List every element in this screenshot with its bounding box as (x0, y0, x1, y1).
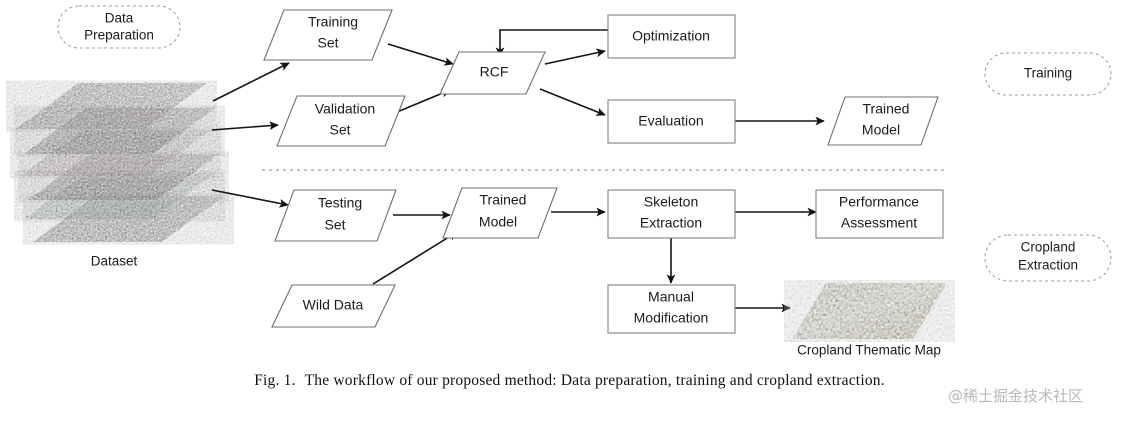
phase-label-cropland-extraction-line1: Cropland (1021, 240, 1076, 255)
edges-training-section (211, 29, 825, 131)
validation-set-label-line2: Set (329, 122, 350, 138)
figure-number: Fig. 1. (254, 372, 296, 389)
testing-set-label-line1: Testing (318, 195, 362, 211)
skeleton-extraction-shape[interactable] (607, 189, 736, 239)
node-evaluation[interactable]: Evaluation (607, 99, 736, 144)
validation-set-shape[interactable] (276, 95, 406, 147)
phase-data-preparation: Data Preparation (57, 5, 181, 49)
cropland-map-label: Cropland Thematic Map (797, 343, 941, 358)
performance-assessment-shape[interactable] (815, 189, 944, 239)
node-performance-assessment[interactable]: Performance Assessment (815, 189, 944, 239)
node-wild-data[interactable]: Wild Data (271, 284, 396, 328)
edge-dataset-to-training-set (212, 62, 290, 102)
watermark: @稀土掘金技术社区 (948, 387, 1084, 405)
training-set-label-line2: Set (317, 35, 338, 51)
trained-model-bottom-label-line1: Trained (480, 192, 527, 208)
dataset-layer-1 (16, 83, 207, 129)
node-trained-model-bottom[interactable]: Trained Model (442, 187, 558, 239)
manual-modification-label-line2: Modification (634, 310, 709, 326)
trained-model-top-shape[interactable] (827, 96, 939, 146)
figure-caption: Fig. 1. The workflow of our proposed meth… (0, 372, 1139, 390)
node-validation-set[interactable]: Validation Set (276, 95, 406, 147)
node-testing-set[interactable]: Testing Set (274, 189, 397, 242)
training-set-shape[interactable] (263, 9, 393, 61)
phase-label-training: Training (1024, 66, 1072, 81)
trained-model-bottom-label-line2: Model (479, 214, 517, 230)
testing-set-shape[interactable] (274, 189, 397, 242)
phase-label-cropland-extraction-line2: Extraction (1018, 258, 1078, 273)
edge-optimization-to-rcf-feedback (495, 29, 608, 57)
performance-assessment-label-line1: Performance (839, 194, 919, 210)
edge-rcf-to-optimization (544, 48, 606, 65)
phase-pill-data-preparation (57, 5, 181, 49)
optimization-shape[interactable] (607, 14, 736, 59)
rcf-label: RCF (480, 64, 509, 80)
node-optimization[interactable]: Optimization (607, 14, 736, 59)
manual-modification-shape[interactable] (607, 284, 736, 334)
edges-extraction-section (211, 189, 817, 313)
phase-training: Training (984, 52, 1112, 96)
node-training-set[interactable]: Training Set (263, 9, 393, 61)
edge-wild-data-to-trained-model (372, 231, 458, 285)
manual-modification-label-line1: Manual (648, 289, 694, 305)
testing-set-label-line2: Set (324, 217, 345, 233)
dataset-label: Dataset (91, 254, 138, 269)
phase-cropland-extraction: Cropland Extraction (984, 234, 1112, 282)
optimization-label: Optimization (632, 28, 710, 44)
rcf-shape[interactable] (439, 51, 546, 95)
phase-label-data-preparation-line2: Preparation (84, 28, 154, 43)
edge-training-set-to-rcf (387, 43, 454, 66)
trained-model-top-label-line1: Trained (863, 101, 910, 117)
wild-data-shape[interactable] (271, 284, 396, 328)
edge-dataset-to-testing-set (211, 189, 289, 208)
evaluation-label: Evaluation (638, 113, 703, 129)
edge-dataset-to-validation-set (211, 121, 279, 131)
figure-caption-text: The workflow of our proposed method: Dat… (304, 372, 885, 389)
phase-label-data-preparation-line1: Data (105, 11, 134, 26)
dataset-stack: Dataset (16, 83, 224, 269)
phase-pill-cropland-extraction (984, 234, 1112, 282)
node-cropland-map: Cropland Thematic Map (792, 283, 947, 358)
edge-rcf-to-evaluation (539, 88, 606, 116)
training-set-label-line1: Training (308, 14, 358, 30)
evaluation-shape[interactable] (607, 99, 736, 144)
node-trained-model-top[interactable]: Trained Model (827, 96, 939, 146)
performance-assessment-label-line2: Assessment (841, 215, 917, 231)
node-manual-modification[interactable]: Manual Modification (607, 284, 736, 334)
wild-data-label: Wild Data (303, 297, 364, 313)
node-rcf[interactable]: RCF (439, 51, 546, 95)
skeleton-extraction-label-line1: Skeleton (644, 194, 698, 210)
skeleton-extraction-label-line2: Extraction (640, 215, 702, 231)
trained-model-top-label-line2: Model (862, 122, 900, 138)
node-skeleton-extraction[interactable]: Skeleton Extraction (607, 189, 736, 239)
validation-set-label-line1: Validation (315, 101, 375, 117)
phase-pill-training (984, 52, 1112, 96)
cropland-map-image (792, 283, 947, 339)
trained-model-bottom-shape[interactable] (442, 187, 558, 239)
